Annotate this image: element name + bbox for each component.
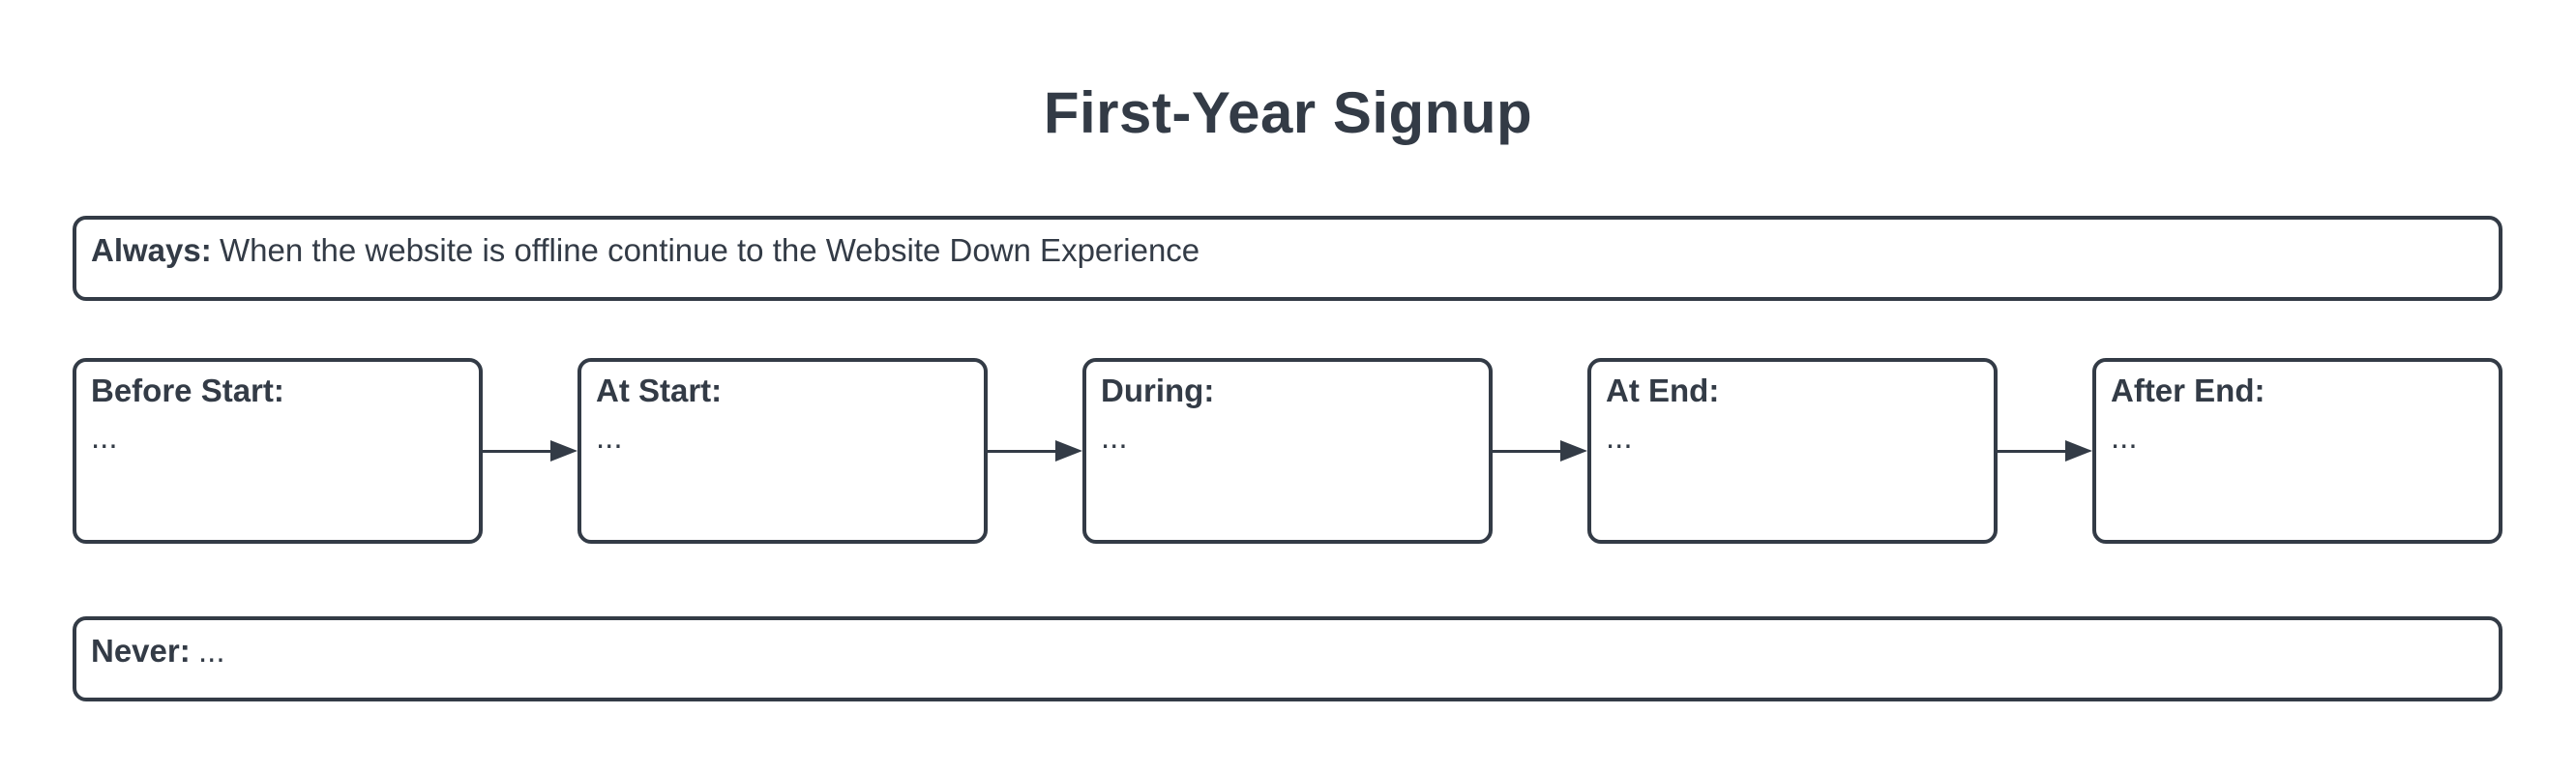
flow-node-at-start: At Start: ... [577, 358, 988, 544]
flow-arrow [483, 358, 577, 544]
flow-arrow [1493, 358, 1587, 544]
flow-node-body: ... [1101, 418, 1128, 455]
arrow-head-icon [550, 440, 577, 462]
arrow-shaft [1493, 449, 1560, 453]
always-text: When the website is offline continue to … [219, 232, 1200, 268]
never-label: Never: [91, 633, 191, 669]
flow-node-label: Before Start: [91, 373, 284, 408]
flow-arrow [1998, 358, 2092, 544]
arrow-shaft [988, 449, 1055, 453]
flow-node-label: After End: [2111, 373, 2265, 408]
always-box: Always:When the website is offline conti… [73, 216, 2502, 301]
flow-arrow [988, 358, 1082, 544]
arrow-head-icon [1560, 440, 1587, 462]
flow-node-after-end: After End: ... [2092, 358, 2502, 544]
flow-node-at-end: At End: ... [1587, 358, 1998, 544]
flow-node-body: ... [596, 418, 623, 455]
flow-node-body: ... [2111, 418, 2138, 455]
arrow-head-icon [2065, 440, 2092, 462]
flow-node-label: At Start: [596, 373, 723, 408]
lifecycle-flow: Before Start: ... At Start: ... During: … [73, 358, 2502, 544]
arrow-shaft [1998, 449, 2065, 453]
flow-node-during: During: ... [1082, 358, 1493, 544]
arrow-head-icon [1055, 440, 1082, 462]
flow-node-label: During: [1101, 373, 1215, 408]
flow-node-body: ... [1606, 418, 1633, 455]
flow-node-before-start: Before Start: ... [73, 358, 483, 544]
page-title: First-Year Signup [1043, 80, 1533, 145]
always-label: Always: [91, 232, 212, 268]
arrow-shaft [483, 449, 550, 453]
never-text: ... [197, 633, 225, 669]
flow-node-body: ... [91, 418, 118, 455]
flow-node-label: At End: [1606, 373, 1720, 408]
never-box: Never:... [73, 616, 2502, 701]
